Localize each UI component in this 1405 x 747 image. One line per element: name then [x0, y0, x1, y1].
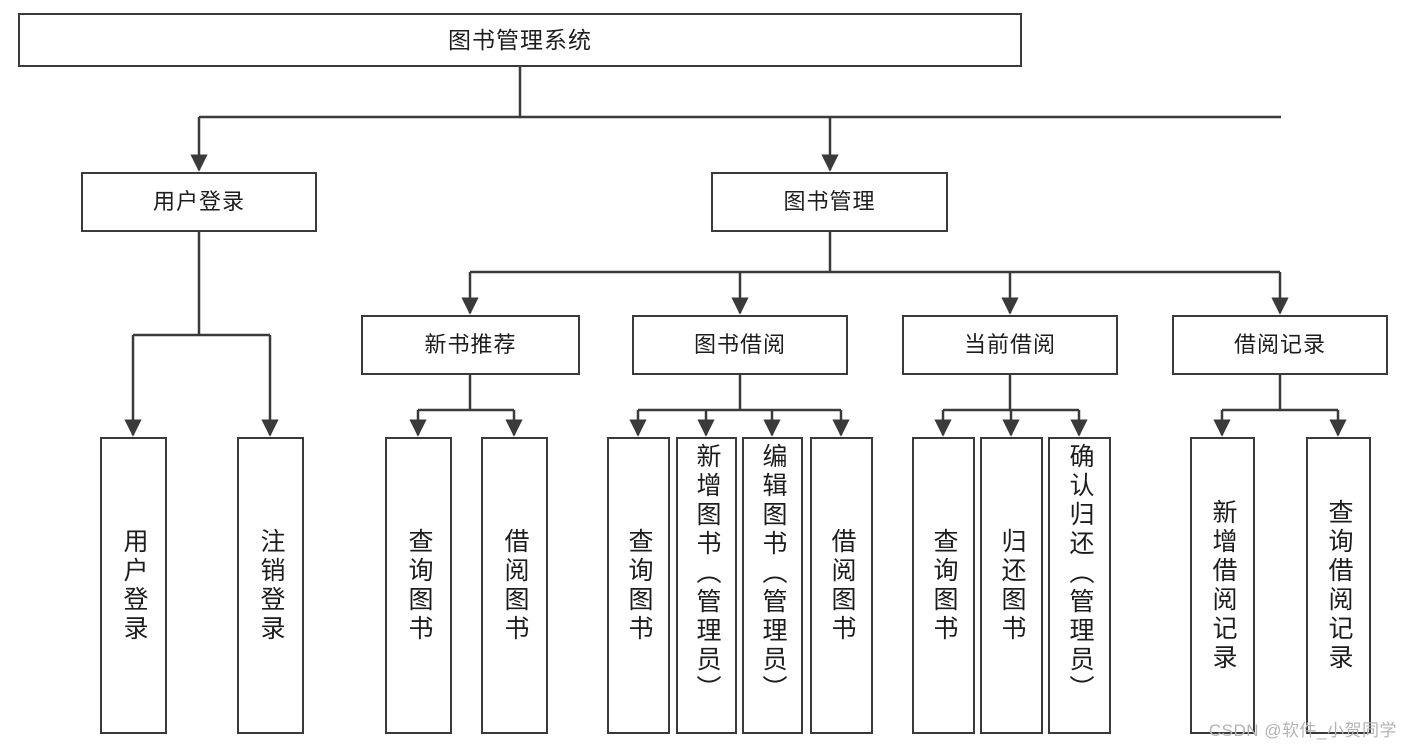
node-book-borrow[interactable]: 图书借阅	[632, 315, 848, 375]
node-root-label: 图书管理系统	[448, 26, 592, 53]
node-book-management-label: 图书管理	[783, 188, 876, 214]
leaf-query-book-2-label: 查询图书	[625, 527, 653, 644]
leaf-edit-book[interactable]: 编辑图书（管理员）	[742, 437, 803, 734]
leaf-logout-login[interactable]: 注销登录	[237, 437, 304, 734]
leaf-query-book-2[interactable]: 查询图书	[607, 437, 670, 734]
node-root[interactable]: 图书管理系统	[18, 13, 1022, 67]
leaf-add-book[interactable]: 新增图书（管理员）	[676, 437, 737, 734]
leaf-user-login[interactable]: 用户登录	[100, 437, 167, 734]
leaf-borrow-book-2[interactable]: 借阅图书	[810, 437, 873, 734]
node-new-book-recommend-label: 新书推荐	[424, 331, 517, 357]
watermark: CSDN @软件_小贺同学	[1208, 721, 1397, 740]
leaf-borrow-book-2-label: 借阅图书	[828, 527, 856, 644]
node-user-login-label: 用户登录	[152, 188, 245, 214]
leaf-logout-login-label: 注销登录	[257, 527, 285, 644]
node-borrow-record-label: 借阅记录	[1233, 331, 1326, 357]
node-borrow-record[interactable]: 借阅记录	[1172, 315, 1388, 375]
leaf-query-record[interactable]: 查询借阅记录	[1306, 437, 1371, 734]
leaf-query-record-label: 查询借阅记录	[1325, 498, 1353, 673]
leaf-query-book-3-label: 查询图书	[930, 527, 958, 644]
leaf-user-login-label: 用户登录	[120, 527, 148, 644]
node-user-login[interactable]: 用户登录	[81, 172, 317, 232]
leaf-borrow-book-1[interactable]: 借阅图书	[481, 437, 548, 734]
leaf-edit-book-label: 编辑图书（管理员）	[759, 443, 787, 704]
node-book-borrow-label: 图书借阅	[693, 331, 786, 357]
node-current-borrow-label: 当前借阅	[963, 331, 1056, 357]
leaf-query-book-1-label: 查询图书	[405, 527, 433, 644]
node-book-management[interactable]: 图书管理	[711, 172, 948, 232]
leaf-return-book[interactable]: 归还图书	[980, 437, 1043, 734]
node-current-borrow[interactable]: 当前借阅	[902, 315, 1118, 375]
leaf-query-book-3[interactable]: 查询图书	[912, 437, 975, 734]
leaf-query-book-1[interactable]: 查询图书	[385, 437, 452, 734]
leaf-borrow-book-1-label: 借阅图书	[501, 527, 529, 644]
leaf-add-record-label: 新增借阅记录	[1209, 498, 1237, 673]
leaf-add-book-label: 新增图书（管理员）	[693, 443, 721, 704]
leaf-return-book-label: 归还图书	[998, 527, 1026, 644]
leaf-add-record[interactable]: 新增借阅记录	[1190, 437, 1255, 734]
node-new-book-recommend[interactable]: 新书推荐	[361, 315, 580, 375]
leaf-confirm-return-label: 确认归还（管理员）	[1066, 443, 1094, 704]
leaf-confirm-return[interactable]: 确认归还（管理员）	[1048, 437, 1111, 734]
